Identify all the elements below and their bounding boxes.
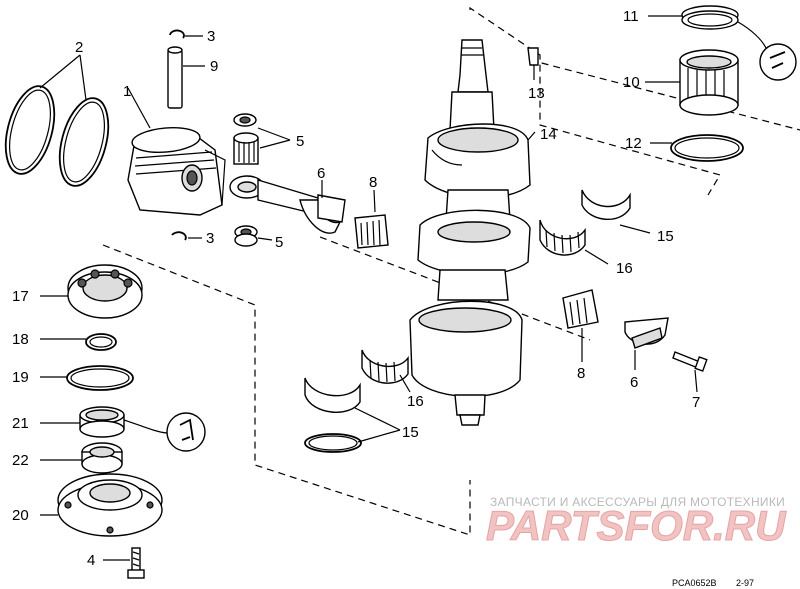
roller-bearing-part-10 <box>645 49 739 116</box>
callout-16-lower: 16 <box>407 393 424 410</box>
callout-6-lower: 6 <box>630 374 638 391</box>
callout-11: 11 <box>623 8 639 25</box>
callout-numbers: 1 2 3 9 5 6 8 3 5 11 10 12 13 14 15 16 8… <box>12 8 700 569</box>
callout-19: 19 <box>12 369 29 386</box>
detail-callout-upper <box>737 21 797 81</box>
callout-5-top: 5 <box>296 133 304 150</box>
crankshaft-part-14 <box>409 39 536 426</box>
seal-part-22 <box>40 442 123 474</box>
woodruff-key-part-13 <box>527 47 539 80</box>
rod-bolt-part-7 <box>672 351 708 393</box>
callout-14: 14 <box>540 126 557 143</box>
detail-callout-lower <box>123 412 206 452</box>
o-ring-part-12 <box>650 134 744 162</box>
callout-21: 21 <box>12 415 29 432</box>
bearing-race-part-15-upper <box>581 189 651 234</box>
callout-12: 12 <box>625 135 642 152</box>
callout-9: 9 <box>210 58 218 75</box>
retaining-clip-part-3-bottom <box>171 231 202 241</box>
callout-8-lower: 8 <box>577 365 585 382</box>
drawing-footer: PCA0652B 2-97 <box>672 578 754 588</box>
callout-5-bottom: 5 <box>275 234 283 251</box>
retaining-ring-part-11 <box>648 5 739 30</box>
connecting-rod-part-6-upper <box>229 175 346 234</box>
callout-3-bottom: 3 <box>206 230 214 247</box>
wrist-pin-part-9 <box>167 46 205 109</box>
retaining-ring-part-18 <box>40 333 117 351</box>
rod-cap-part-6 <box>624 317 669 370</box>
retaining-clip-part-3-top <box>169 29 203 39</box>
callout-15-right: 15 <box>657 228 674 245</box>
bearing-cage-part-16-upper <box>539 219 609 265</box>
lower-bearing-housing-part-20 <box>40 473 163 537</box>
callout-1: 1 <box>123 83 131 100</box>
ball-bearing-part-17 <box>40 264 143 319</box>
callout-17: 17 <box>12 288 29 305</box>
callout-7: 7 <box>692 394 700 411</box>
callout-2: 2 <box>75 39 83 56</box>
callout-3-top: 3 <box>207 28 215 45</box>
callout-13: 13 <box>528 85 545 102</box>
callout-18: 18 <box>12 331 29 348</box>
callout-4: 4 <box>87 552 95 569</box>
needle-bearing-part-5 <box>233 113 291 247</box>
rod-bearing-part-8-upper <box>354 189 389 249</box>
callout-15-lower: 15 <box>402 424 419 441</box>
watermark-tagline: ЗАПЧАСТИ И АКСЕССУАРЫ ДЛЯ МОТОТЕХНИКИ <box>490 495 785 509</box>
callout-20: 20 <box>12 507 29 524</box>
piston-rings-part-2 <box>4 54 110 187</box>
callout-6-upper: 6 <box>317 165 325 182</box>
watermark-logo: PARTSFOR.RU <box>486 502 787 549</box>
screw-part-4 <box>103 547 145 579</box>
callout-16-right: 16 <box>616 260 633 277</box>
drawing-code: PCA0652B <box>672 578 717 588</box>
date-code: 2-97 <box>736 578 754 588</box>
bearing-cage-part-16-lower <box>361 349 411 393</box>
piston-part-1 <box>127 87 226 216</box>
bearing-race-part-15-lower <box>304 377 401 453</box>
seal-part-21 <box>40 406 125 438</box>
callout-22: 22 <box>12 452 29 469</box>
watermark: ЗАПЧАСТИ И АКСЕССУАРЫ ДЛЯ МОТОТЕХНИКИ PA… <box>486 495 788 550</box>
o-ring-part-19 <box>40 365 134 391</box>
callout-10: 10 <box>623 74 640 91</box>
callout-8-upper: 8 <box>369 174 377 191</box>
rod-bearing-part-8-lower <box>562 289 599 362</box>
